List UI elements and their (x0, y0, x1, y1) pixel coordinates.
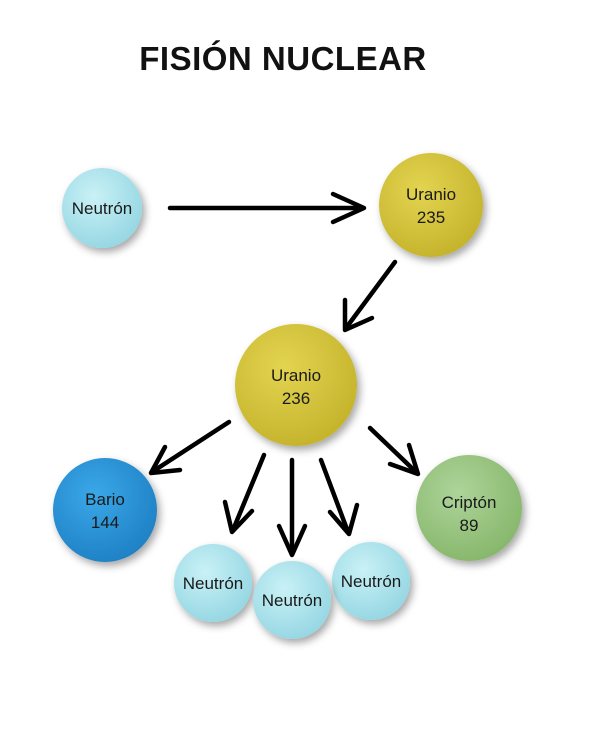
arrow-to-cripton (367, 425, 421, 477)
arrows (148, 191, 421, 558)
node-label: 144 (91, 513, 119, 532)
node-label: Neutrón (72, 199, 132, 218)
arrow-uranio235-to-uranio236 (342, 259, 398, 333)
arrow-to-neutron-3 (318, 457, 360, 537)
arrow-neutron-to-uranio235 (167, 191, 367, 225)
diagram-title: FISIÓN NUCLEAR (139, 40, 427, 77)
node-uranio-236: Uranio 236 (235, 324, 357, 446)
node-label: 236 (282, 389, 310, 408)
node-label: Criptón (442, 493, 497, 512)
node-label: Bario (85, 490, 125, 509)
arrow-to-bario (148, 419, 232, 476)
node-label: Uranio (406, 185, 456, 204)
node-label: 89 (460, 516, 479, 535)
arrow-to-neutron-2 (276, 457, 308, 558)
node-label: 235 (417, 208, 445, 227)
node-neutron-out-1: Neutrón (174, 544, 252, 622)
node-label: Neutrón (341, 572, 401, 591)
node-neutron-out-3: Neutrón (332, 542, 410, 620)
node-label: Neutrón (183, 574, 243, 593)
node-cripton: Criptón 89 (416, 455, 522, 561)
node-bario: Bario 144 (53, 458, 157, 562)
node-label: Uranio (271, 366, 321, 385)
node-neutron-out-2: Neutrón (253, 561, 331, 639)
node-label: Neutrón (262, 591, 322, 610)
node-uranio-235: Uranio 235 (379, 153, 483, 257)
node-neutron-in: Neutrón (62, 168, 142, 248)
arrow-to-neutron-1 (222, 452, 267, 535)
